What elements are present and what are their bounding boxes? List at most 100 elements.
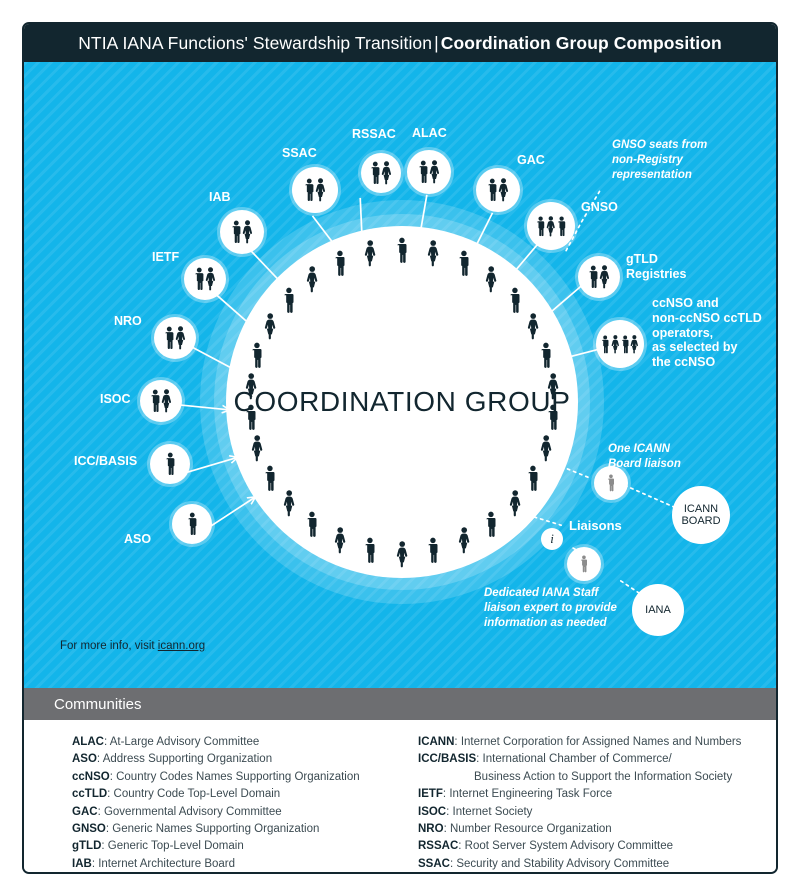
person-icon-male [194, 267, 203, 291]
community-entry: RSSAC: Root Server System Advisory Commi… [418, 840, 673, 853]
label-gnso: GNSO [581, 200, 618, 214]
community-entry: ccTLD: Country Code Top-Level Domain [72, 788, 281, 801]
info-icon[interactable]: i [541, 528, 563, 550]
bubble-nro[interactable] [154, 317, 196, 359]
person-icon-female [528, 312, 539, 339]
coordination-group-member [427, 537, 439, 564]
community-entry: IANA: Internet Assigned Numbers Authorit… [72, 873, 400, 874]
bubble-iab[interactable] [220, 210, 264, 254]
bubble-gac[interactable] [476, 168, 520, 212]
community-name: Security and Stability Advisory Committe… [456, 857, 670, 870]
person-icon-male [370, 161, 379, 185]
page-title: NTIA IANA Functions' Stewardship Transit… [78, 33, 722, 54]
label-gtld-registries: gTLD Registries [626, 252, 687, 281]
community-abbr: ccTLD [72, 788, 108, 801]
community-entry: gTLD: Generic Top-Level Domain [72, 840, 244, 853]
icann-org-link[interactable]: icann.org [157, 640, 206, 652]
community-entry: IAB: Internet Architecture Board [72, 857, 236, 870]
annotation-iana-liaison: Dedicated IANA Staff liaison expert to p… [484, 587, 617, 630]
person-icon-male [164, 326, 173, 350]
bubble-aso[interactable] [172, 504, 212, 544]
label-liaisons: Liaisons [569, 518, 622, 533]
title-separator: | [434, 32, 439, 53]
diagram-canvas: COORDINATION GROUP SSAC RSSAC ALAC GAC G… [24, 62, 776, 688]
person-icon-male [486, 512, 496, 538]
coordination-group-member [527, 312, 539, 340]
community-abbr: ccNSO [72, 770, 110, 783]
person-icon-male [588, 265, 597, 289]
person-icon-male [537, 216, 545, 236]
coordination-group-member [458, 527, 470, 554]
coordination-group-member [264, 312, 276, 340]
community-entry: ASO: Address Supporting Organization [72, 753, 273, 766]
communities-header: Communities [24, 688, 776, 720]
community-name: Country Code Top-Level Domain [113, 788, 281, 801]
person-icon-female [486, 265, 497, 292]
coordination-group-member [540, 342, 552, 369]
community-name: Generic Names Supporting Organization [112, 823, 320, 836]
community-name: At-Large Advisory Committee [109, 736, 260, 748]
icann-board-label: ICANN BOARD [681, 502, 721, 527]
label-alac: ALAC [412, 126, 447, 140]
bubble-gnso[interactable] [527, 202, 575, 250]
person-icon-male [335, 250, 345, 276]
annotation-gnso-seats: GNSO seats from non-Registry representat… [612, 139, 708, 182]
bubble-gtld-registries[interactable] [578, 256, 620, 298]
community-name: Address Supporting Organization [102, 753, 273, 766]
label-nro: NRO [114, 314, 142, 328]
page-header: NTIA IANA Functions' Stewardship Transit… [24, 24, 776, 62]
community-entry: IETF: Internet Engineering Task Force [418, 788, 613, 801]
coordination-group-member [509, 287, 521, 314]
person-icon-male [284, 287, 294, 313]
coordination-group-member [547, 404, 559, 431]
person-icon-male [397, 237, 407, 263]
community-abbr: NRO [418, 823, 444, 836]
person-icon-male [621, 334, 628, 353]
label-aso: ASO [124, 532, 152, 546]
bubble-icc-basis[interactable] [150, 444, 190, 484]
community-entry: GAC: Governmental Advisory Committee [72, 805, 282, 818]
community-name: International Chamber of Commerce/ [482, 753, 672, 766]
communities-column-right: ICANN: Internet Corporation for Assigned… [400, 734, 776, 872]
person-icon-female [600, 265, 610, 289]
bubble-alac[interactable] [407, 150, 451, 194]
person-icon-female [458, 527, 469, 554]
coordination-group-member [245, 404, 257, 431]
coordination-group-member [396, 540, 408, 568]
person-icon-male [365, 537, 375, 564]
community-name: Generic Top-Level Domain [107, 840, 244, 853]
coordination-group-member [540, 435, 552, 462]
person-icon-male [607, 474, 615, 492]
community-abbr: ICANN [418, 736, 455, 748]
bubble-isoc[interactable] [140, 380, 182, 422]
community-name: Root Server System Advisory Committee [464, 840, 673, 853]
person-icon-male [252, 342, 262, 368]
bubble-ssac[interactable] [292, 167, 338, 213]
person-icon-female [546, 215, 555, 236]
person-icon-female [509, 490, 521, 517]
person-icon-female [283, 490, 295, 517]
coordination-group-member [251, 435, 263, 462]
bubble-ccnso[interactable] [596, 320, 644, 368]
label-rssac: RSSAC [352, 127, 396, 141]
community-entry: NRO: Number Resource Organization [418, 823, 612, 836]
person-icon-female [265, 312, 276, 339]
bubble-iana[interactable]: IANA [632, 584, 684, 636]
iana-label: IANA [645, 603, 671, 616]
community-entry: ICC/BASIS: International Chamber of Comm… [418, 751, 776, 786]
bubble-iana-liaison[interactable] [567, 547, 601, 581]
coordination-group-circle: COORDINATION GROUP [226, 226, 578, 578]
more-info-text: For more info, visit icann.org [60, 640, 205, 652]
coordination-group-member [458, 250, 470, 277]
person-icon-male [418, 160, 427, 184]
label-ietf: IETF [152, 250, 180, 264]
label-gac: GAC [517, 153, 545, 167]
bubble-ietf[interactable] [184, 258, 226, 300]
person-icon-female [396, 540, 408, 567]
label-isoc: ISOC [100, 392, 131, 406]
community-name: Internet Corporation for Assigned Names … [460, 736, 742, 748]
person-icon-female [307, 265, 318, 292]
bubble-rssac[interactable] [361, 153, 401, 193]
bubble-icann-board[interactable]: ICANN BOARD [672, 486, 730, 544]
bubble-icann-board-liaison[interactable] [594, 466, 628, 500]
